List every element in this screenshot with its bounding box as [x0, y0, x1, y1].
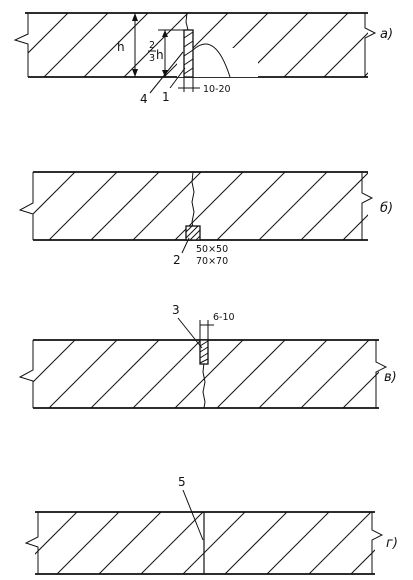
panel-a-fraction-den: 3 [149, 53, 155, 64]
hatch-line [48, 340, 118, 408]
panel-b-size-2: 70×70 [196, 256, 228, 267]
panel-c-label: в) [384, 370, 397, 385]
hatch-line [33, 172, 76, 215]
hatch-line [132, 172, 202, 240]
panel-a-cut-arc [192, 43, 231, 78]
panel-a-callout-4-leader [149, 51, 184, 94]
panel-d-callout-5-leader [182, 489, 204, 541]
panel-c-right-break [375, 340, 388, 408]
panel-b-right-break [361, 172, 374, 240]
panel-d-hatching [35, 512, 375, 574]
hatch-line [266, 512, 330, 574]
panel-c-insert-3-hatching [199, 340, 209, 364]
hatch-line [216, 340, 286, 408]
panel-b-insert-2 [185, 225, 201, 241]
panel-a-gap-label: 10-20 [203, 84, 231, 95]
panel-c-gap-label: 6-10 [213, 312, 235, 323]
panel-d-left-break [24, 512, 39, 574]
panel-d-callout-5: 5 [178, 475, 186, 489]
hatch-line [300, 340, 370, 408]
panel-b-insert-2-hatching [185, 225, 201, 241]
hatch-line [174, 340, 244, 408]
hatch-line [350, 549, 375, 574]
hatch-line [83, 13, 149, 77]
panel-d: 5 г) [24, 475, 398, 575]
panel-c-hatching [33, 340, 379, 408]
hatch-line [90, 172, 160, 240]
hatch-line [132, 340, 202, 408]
panel-a-h-arrow-top [132, 13, 138, 21]
hatch-line [90, 340, 160, 408]
panel-a-label: а) [380, 27, 393, 42]
panel-c: 3 6-10 в) [18, 303, 397, 409]
panel-c-callout-3: 3 [172, 303, 180, 317]
hatch-line [174, 172, 244, 240]
panel-a-callout-4: 4 [140, 92, 148, 106]
hatch-line [308, 512, 372, 574]
panel-a-fraction-num: 2 [149, 40, 155, 51]
hatch-line [140, 512, 204, 574]
panel-a-h2-label: h [156, 48, 164, 62]
hatch-line [216, 172, 286, 240]
hatch-line [33, 340, 76, 383]
hatch-line [182, 512, 246, 574]
panel-b-crack [191, 171, 195, 229]
panel-a-insert-1-hatching [183, 31, 194, 75]
hatch-line [224, 512, 288, 574]
panel-b-size-1: 50×50 [196, 244, 228, 255]
hatch-line [258, 340, 328, 408]
panel-b-hatching [33, 172, 368, 240]
hatch-line [43, 13, 109, 77]
hatch-line [363, 72, 368, 77]
panel-a-hatching [28, 13, 413, 77]
hatch-line [283, 13, 349, 77]
hatch-line [28, 13, 69, 54]
hatch-line [56, 512, 120, 574]
hatch-line [258, 172, 328, 240]
panel-b-label: б) [380, 201, 393, 216]
hatch-line [35, 512, 78, 555]
hatch-line [98, 512, 162, 574]
panel-b-callout-2: 2 [173, 253, 181, 267]
hatch-line [342, 371, 379, 408]
panel-a: h 2 3 h 4 1 10-20 а) [13, 12, 413, 106]
panel-a-h-arrow-bottom [132, 69, 138, 77]
panel-c-callout-3-leader [177, 317, 203, 349]
panel-c-crack [202, 361, 206, 409]
hatch-line [48, 172, 118, 240]
hatch-line [28, 13, 29, 14]
panel-a-callout-1-leader [169, 67, 186, 89]
hatch-line [35, 512, 36, 513]
panel-d-label: г) [386, 536, 398, 551]
panel-a-right-break [364, 13, 377, 77]
panel-a-left-break [13, 13, 29, 77]
panel-a-callout-1: 1 [162, 90, 170, 104]
hatch-line [323, 32, 368, 77]
hatch-line [163, 13, 229, 77]
panel-c-left-break [18, 340, 34, 408]
panel-b-callout-2-leader [181, 237, 190, 254]
hatch-line [404, 13, 413, 77]
hatch-line [33, 340, 34, 341]
panel-a-2-3h-arrow-top [162, 30, 168, 37]
panel-d-right-break [371, 512, 384, 574]
panel-b-left-break [18, 172, 34, 240]
hatch-line [300, 172, 368, 240]
panel-a-h-label: h [117, 40, 125, 54]
hatch-line [342, 214, 368, 240]
panel-b: 2 50×50 70×70 б) [18, 171, 393, 267]
